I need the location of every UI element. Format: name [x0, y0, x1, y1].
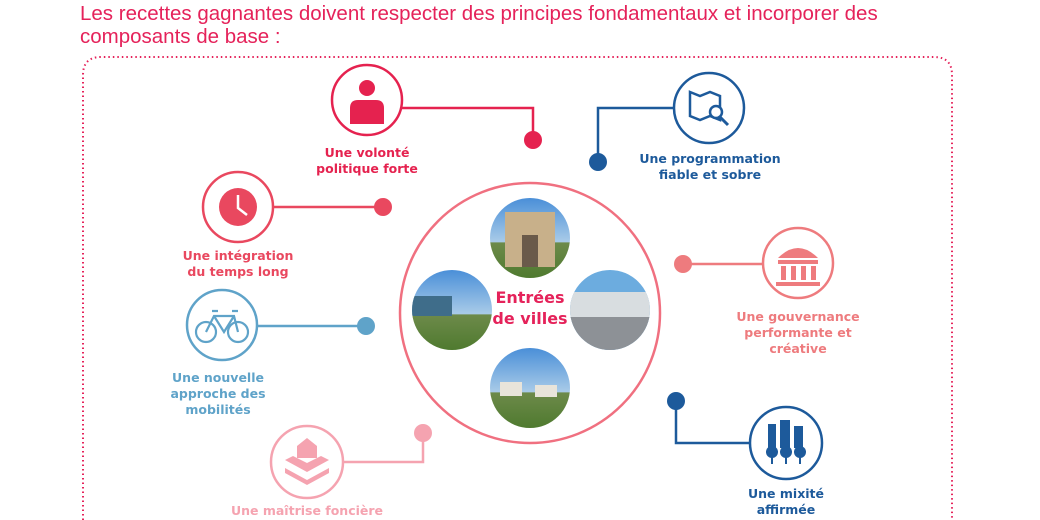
- photo-gate: [490, 198, 570, 278]
- photo-field: [412, 270, 492, 350]
- central-circle: [398, 181, 662, 445]
- label-line: Une programmation: [639, 151, 781, 166]
- photo-houses: [490, 348, 570, 428]
- center-line-1: Entrées: [495, 288, 565, 307]
- photo-store: [570, 270, 650, 350]
- connector-dot: [674, 255, 692, 273]
- label-line: Une mixité: [748, 486, 824, 501]
- map-search-icon: [672, 71, 746, 145]
- label-line: approche des: [170, 386, 266, 401]
- connector-mixite: [674, 401, 751, 445]
- label-line: du temps long: [187, 264, 289, 279]
- connector-dot: [524, 131, 542, 149]
- label-line: mobilités: [185, 402, 251, 417]
- connector-fonciere: [342, 433, 425, 464]
- land-house-icon: [269, 424, 345, 500]
- label-fonciere: Une maîtrise foncière: [197, 503, 417, 519]
- connector-programmation: [596, 106, 674, 162]
- dotted-frame: [82, 56, 953, 520]
- page-title: Les recettes gagnantes doivent respecter…: [80, 2, 878, 48]
- label-line: Une nouvelle: [172, 370, 264, 385]
- connector-dot: [374, 198, 392, 216]
- connector-volonte: [402, 106, 535, 140]
- label-line: Une gouvernance: [736, 309, 860, 324]
- connector-dot: [589, 153, 607, 171]
- connector-dot: [414, 424, 432, 442]
- label-line: Une volonté: [324, 145, 410, 160]
- center-line-2: de villes: [492, 309, 568, 328]
- label-line: Une maîtrise foncière: [230, 503, 384, 518]
- center-label: Entrées de villes: [492, 287, 567, 329]
- label-line: performante et: [744, 325, 852, 340]
- label-line: créative: [769, 341, 827, 356]
- label-line: Une intégration: [182, 248, 294, 263]
- label-line: fiable et sobre: [658, 167, 762, 182]
- label-line: politique forte: [316, 161, 418, 176]
- connector-dot: [357, 317, 375, 335]
- label-line: affirmée: [756, 502, 816, 517]
- connector-dot: [667, 392, 685, 410]
